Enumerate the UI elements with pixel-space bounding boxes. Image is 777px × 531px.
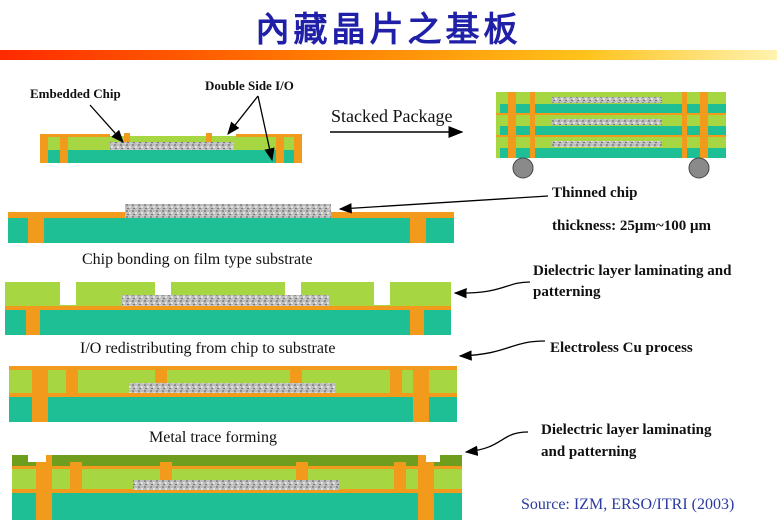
dielectric-1-label-line1: Dielectric layer laminating and xyxy=(533,263,732,279)
double-side-io-pointer-1 xyxy=(227,95,259,136)
dielectric-2-pointer xyxy=(464,431,529,456)
dielectric-2-label-line2: and patterning xyxy=(541,444,637,460)
dielectric-1-pointer xyxy=(453,281,531,299)
embedded-chip-pointer xyxy=(89,104,124,143)
stacked-package-illustration xyxy=(496,92,726,179)
thinned-chip-label: Thinned chip xyxy=(552,185,638,201)
embedded-chip-illustration xyxy=(40,133,302,163)
thinned-chip-pointer xyxy=(338,195,549,214)
dielectric-1-label-line2: patterning xyxy=(533,284,601,300)
step2-illustration xyxy=(5,281,451,335)
step2-caption: I/O redistributing from chip to substrat… xyxy=(80,340,336,357)
dielectric-2-label-line1: Dielectric layer laminating xyxy=(541,422,712,438)
electroless-label: Electroless Cu process xyxy=(550,340,693,356)
title-gradient-bar xyxy=(0,50,777,60)
thickness-label: thickness: 25μm~100 μm xyxy=(552,218,711,234)
embedded-chip-label: Embedded Chip xyxy=(30,86,121,101)
step1-caption: Chip bonding on film type substrate xyxy=(82,251,313,268)
electroless-pointer xyxy=(458,340,546,361)
step3-caption: Metal trace forming xyxy=(149,429,277,446)
source-citation: Source: IZM, ERSO/ITRI (2003) xyxy=(521,496,735,513)
step1-illustration xyxy=(8,204,454,243)
step4-illustration xyxy=(12,452,462,520)
page-title: 內藏晶片之基板 xyxy=(255,10,522,50)
double-side-io-pointer-2 xyxy=(257,95,275,162)
stacked-package-label: Stacked Package xyxy=(331,106,453,126)
step3-illustration xyxy=(9,366,457,422)
double-side-io-label: Double Side I/O xyxy=(205,78,294,93)
